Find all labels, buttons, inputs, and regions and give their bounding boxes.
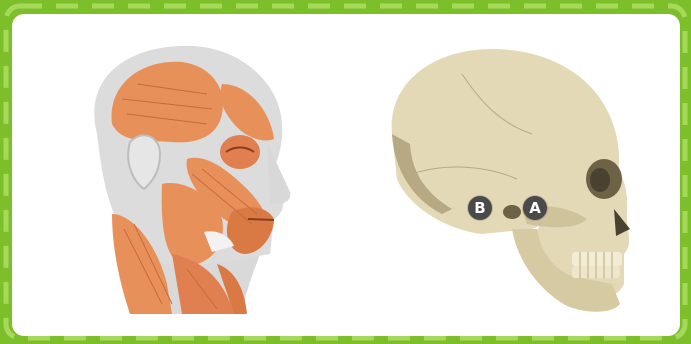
illustration-card: B A xyxy=(12,14,680,336)
skull-marker-b: B xyxy=(468,196,492,220)
head-muscles-icon xyxy=(94,46,290,314)
skull-marker-a: A xyxy=(523,196,547,220)
skull-icon xyxy=(392,49,630,312)
